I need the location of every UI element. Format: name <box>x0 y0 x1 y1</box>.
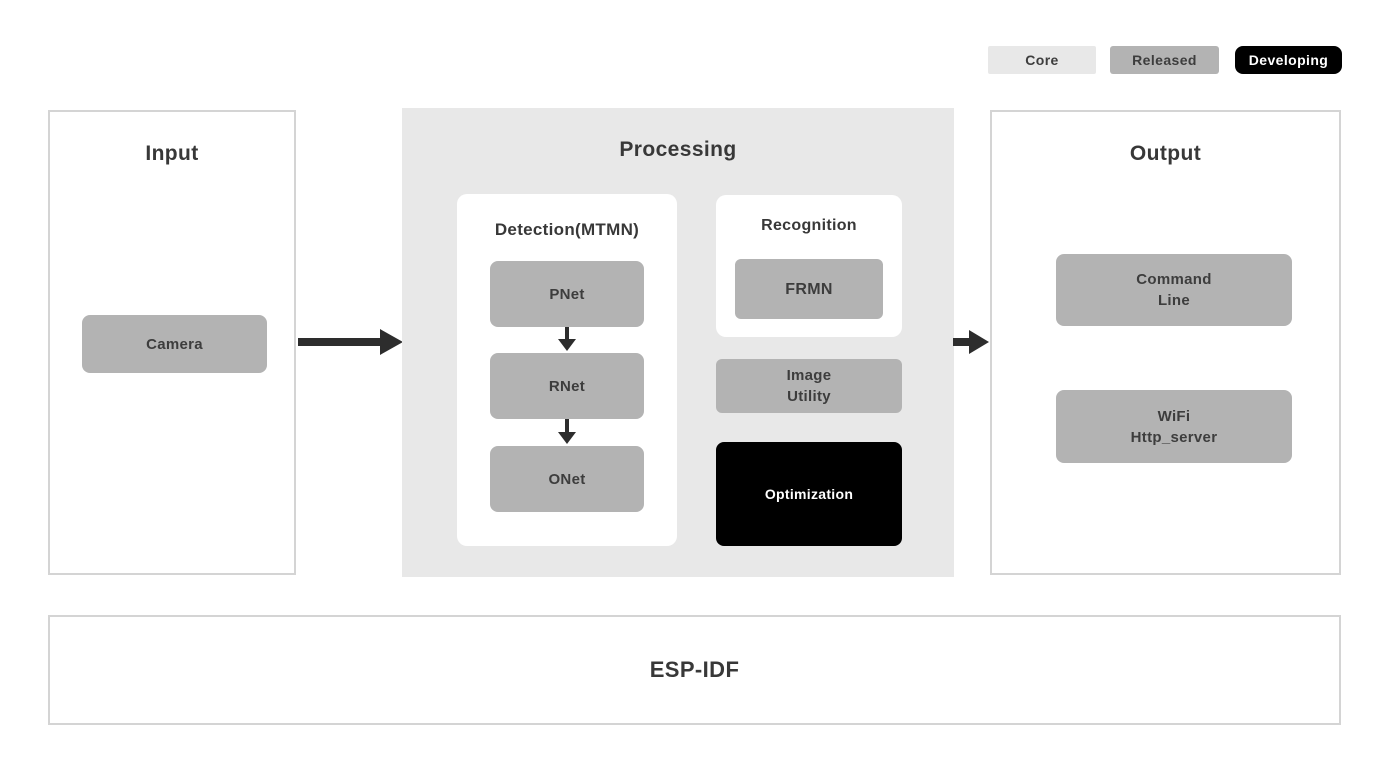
processing-panel: Processing Detection(MTMN) PNet RNet ONe… <box>402 108 954 577</box>
arrow-shaft <box>953 338 970 346</box>
rnet-node: RNet <box>490 353 644 419</box>
arrow-right-icon <box>969 330 989 354</box>
detection-panel: Detection(MTMN) PNet RNet ONet <box>457 194 677 546</box>
input-panel-title: Input <box>145 142 199 165</box>
command-line-node: Command Line <box>1056 254 1292 326</box>
wifi-label-line1: WiFi <box>1157 407 1191 425</box>
onet-node: ONet <box>490 446 644 512</box>
command-line-label-line1: Command <box>1136 271 1212 288</box>
output-panel-title: Output <box>1129 142 1202 165</box>
esp-idf-title: ESP-IDF <box>649 657 740 682</box>
image-utility-label-line2: Utility <box>787 388 831 405</box>
output-panel: Output Command Line WiFi Http_server <box>990 110 1341 575</box>
wifi-label-line2: Http_server <box>1130 428 1218 446</box>
input-panel: Input Camera <box>48 110 296 575</box>
frmn-node: FRMN <box>735 259 883 319</box>
arrow-down-icon <box>565 327 569 341</box>
optimization-node: Optimization <box>716 442 902 546</box>
pnet-node: PNet <box>490 261 644 327</box>
command-line-label-line2: Line <box>1157 292 1191 309</box>
legend-chip-developing: Developing <box>1235 46 1342 74</box>
arrow-shaft <box>298 338 380 346</box>
image-utility-node: Image Utility <box>716 359 902 413</box>
arrow-down-icon <box>558 432 576 444</box>
detection-panel-title: Detection(MTMN) <box>494 220 640 239</box>
arrow-down-icon <box>558 339 576 351</box>
legend-chip-released: Released <box>1110 46 1219 74</box>
recognition-panel: Recognition FRMN <box>716 195 902 337</box>
recognition-panel-title: Recognition <box>761 217 857 234</box>
camera-node: Camera <box>82 315 267 373</box>
esp-idf-panel: ESP-IDF <box>48 615 1341 725</box>
wifi-http-server-node: WiFi Http_server <box>1056 390 1292 463</box>
arrow-right-icon <box>380 329 403 355</box>
arrow-down-icon <box>565 419 569 433</box>
legend-chip-core: Core <box>988 46 1096 74</box>
processing-panel-title: Processing <box>619 138 737 161</box>
image-utility-label-line1: Image <box>786 367 832 384</box>
